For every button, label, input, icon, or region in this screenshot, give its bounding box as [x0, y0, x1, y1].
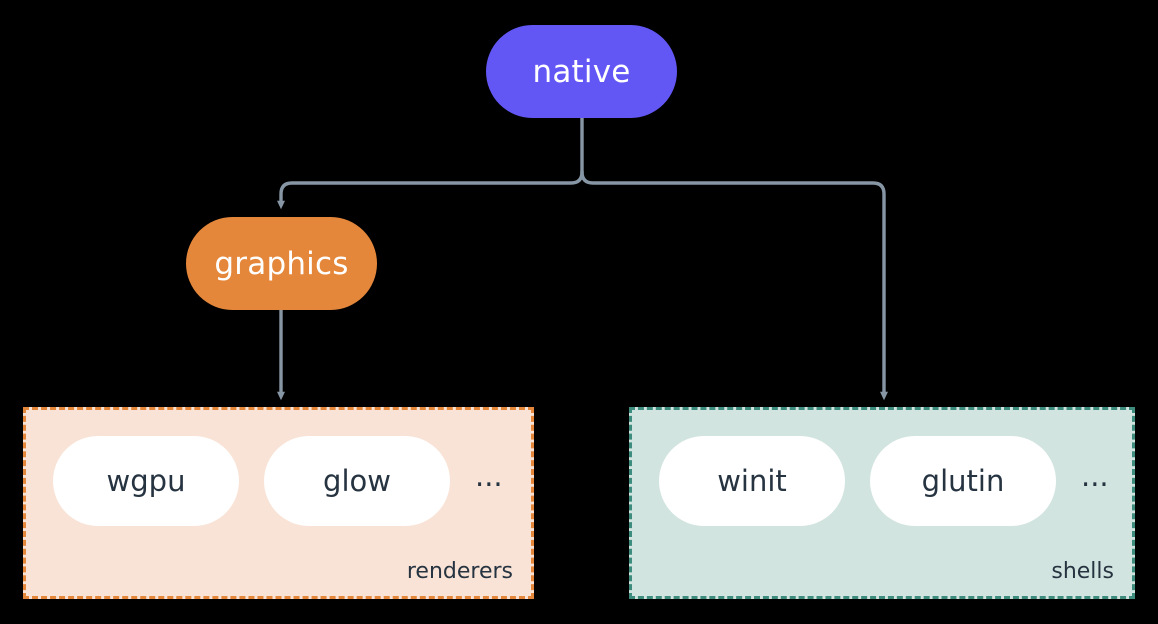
- group-renderers-label: renderers: [406, 559, 513, 584]
- group-renderers: wgpu glow ... renderers: [23, 407, 534, 599]
- pill-wgpu[interactable]: wgpu: [53, 436, 239, 526]
- node-graphics-label: graphics: [214, 245, 349, 282]
- group-shells-label: shells: [1051, 559, 1114, 584]
- pill-winit-label: winit: [717, 464, 787, 498]
- pill-glow-label: glow: [323, 464, 391, 498]
- edge-native-to-shells: [580, 170, 888, 401]
- shells-overflow-ellipsis: ...: [1081, 458, 1109, 493]
- group-shells: winit glutin ... shells: [629, 407, 1135, 599]
- renderers-overflow-ellipsis: ...: [475, 458, 503, 493]
- node-native[interactable]: native: [486, 25, 677, 118]
- pill-winit[interactable]: winit: [659, 436, 845, 526]
- shells-pill-row: winit glutin ...: [632, 436, 1132, 526]
- renderers-pill-row: wgpu glow ...: [26, 436, 531, 526]
- pill-glow[interactable]: glow: [264, 436, 450, 526]
- node-native-label: native: [532, 53, 631, 90]
- pill-wgpu-label: wgpu: [106, 464, 186, 498]
- node-graphics[interactable]: graphics: [186, 217, 377, 310]
- edge-native-to-graphics: [277, 170, 584, 210]
- pill-glutin[interactable]: glutin: [870, 436, 1056, 526]
- pill-glutin-label: glutin: [921, 464, 1005, 498]
